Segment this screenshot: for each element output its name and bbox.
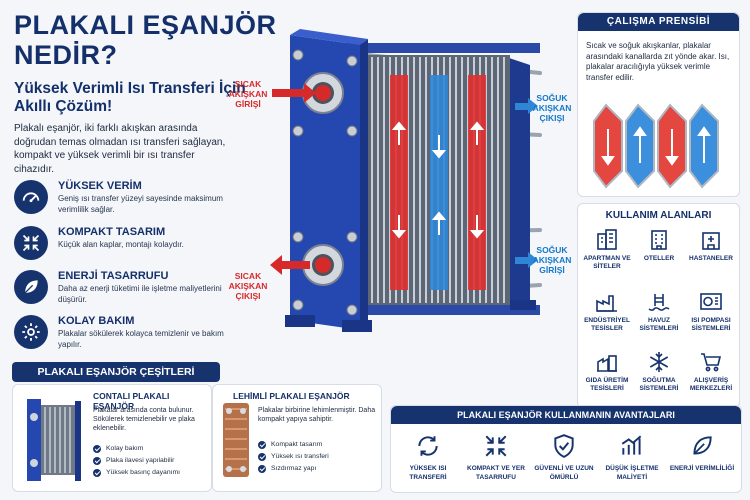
hot-inlet-label: SICAK AKIŞKAN GİRİŞİ <box>228 79 268 109</box>
usage-item-apartments: APARTMAN VE SİTELER <box>582 228 632 271</box>
usage-item-hotels: OTELLER <box>634 228 684 263</box>
check-icon <box>258 465 266 473</box>
leaf-icon <box>14 270 48 304</box>
principle-text: Sıcak ve soğuk akışkanlar, plakalar aras… <box>586 41 730 82</box>
panel-title: ÇALIŞMA PRENSİBİ <box>578 13 739 31</box>
feature-desc: Geniş ısı transfer yüzeyi sayesinde maks… <box>58 194 223 214</box>
list-item: Yüksek ısı transferi <box>258 451 329 463</box>
usage-label: APARTMAN VE SİTELER <box>583 255 631 270</box>
cold-outlet-label: SOĞUK AKIŞKAN ÇIKIŞI <box>532 93 572 123</box>
intro-text: Plakalı eşanjör, iki farklı akışkan aras… <box>14 123 226 175</box>
check-icon <box>93 457 101 465</box>
usage-item-cooling: SOĞUTMA SİSTEMLERİ <box>634 350 684 393</box>
page-title: PLAKALI EŞANJÖR NEDİR? <box>14 10 277 70</box>
usage-areas-panel: KULLANIM ALANLARI APARTMAN VE SİTELER OT… <box>577 203 740 408</box>
food-factory-icon <box>594 350 620 374</box>
usage-item-food: GIDA ÜRETİM TESİSLERİ <box>582 350 632 393</box>
hotel-icon <box>646 228 672 252</box>
advantage-item: GÜVENLİ VE UZUN ÖMÜRLÜ <box>531 432 597 482</box>
feature-title: ENERJİ TASARRUFU <box>58 270 169 282</box>
advantage-item: DÜŞÜK İŞLETME MALİYETİ <box>599 432 665 482</box>
shield-check-icon <box>531 432 597 460</box>
advantage-item: ENERJİ VERİMLİLİĞİ <box>669 432 735 474</box>
brazed-exchanger-image <box>223 403 249 477</box>
brazed-desc: Plakalar birbirine lehimlenmiştir. Daha … <box>258 407 376 423</box>
check-icon <box>258 453 266 461</box>
list-item: Kompakt tasarım <box>258 439 329 451</box>
brazed-points: Kompakt tasarım Yüksek ısı transferi Sız… <box>258 439 329 475</box>
gasketed-points: Kolay bakım Plaka ilavesi yapılabilir Yü… <box>93 443 180 479</box>
feature-energy-saving: ENERJİ TASARRUFU Daha az enerji tüketimi… <box>14 268 244 312</box>
feature-desc: Küçük alan kaplar, montajı kolaydır. <box>58 240 184 249</box>
usage-label: ISI POMPASI SİSTEMLERİ <box>691 317 731 332</box>
feature-compact-design: KOMPAKT TASARIM Küçük alan kaplar, monta… <box>14 224 244 268</box>
cold-inlet-label: SOĞUK AKIŞKAN GİRİŞİ <box>532 245 572 275</box>
list-item: Kolay bakım <box>93 443 180 455</box>
feature-title: KOMPAKT TASARIM <box>58 226 166 238</box>
feature-desc: Daha az enerji tüketimi ile işletme mali… <box>58 284 222 304</box>
usage-label: HAVUZ SİSTEMLERİ <box>639 317 679 332</box>
usage-label: SOĞUTMA SİSTEMLERİ <box>639 377 679 392</box>
pool-icon <box>646 290 672 314</box>
flow-plates-diagram <box>593 103 719 189</box>
usage-label: GIDA ÜRETİM TESİSLERİ <box>585 377 629 392</box>
usage-item-malls: ALIŞVERİŞ MERKEZLERİ <box>686 350 736 393</box>
hospital-icon <box>698 228 724 252</box>
leaf-icon <box>669 432 735 460</box>
feature-easy-maintenance: KOLAY BAKIM Plakalar sökülerek kolayca t… <box>14 313 244 357</box>
advantage-label: GÜVENLİ VE UZUN ÖMÜRLÜ <box>534 465 594 481</box>
advantage-label: KOMPAKT VE YER TASARRUFU <box>467 465 525 481</box>
refresh-icon <box>395 432 461 460</box>
usage-label: HASTANELER <box>689 255 733 262</box>
gasketed-desc: Plakalar arasında conta bulunur. Söküler… <box>93 407 195 432</box>
usage-item-heat-pump: ISI POMPASI SİSTEMLERİ <box>686 290 736 333</box>
compress-arrows-icon <box>463 432 529 460</box>
advantage-label: DÜŞÜK İŞLETME MALİYETİ <box>605 465 659 481</box>
feature-high-efficiency: YÜKSEK VERİM Geniş ısı transfer yüzeyi s… <box>14 178 244 222</box>
usage-item-industrial: ENDÜSTRİYEL TESİSLER <box>582 290 632 333</box>
list-item: Plaka ilavesi yapılabilir <box>93 455 180 467</box>
apartment-icon <box>594 228 620 252</box>
advantages-title: PLAKALI EŞANJÖR KULLANMANIN AVANTAJLARI <box>391 406 741 424</box>
hot-outlet-label: SICAK AKIŞKAN ÇIKIŞI <box>228 271 268 301</box>
advantages-panel: PLAKALI EŞANJÖR KULLANMANIN AVANTAJLARI … <box>390 405 742 493</box>
working-principle-panel: ÇALIŞMA PRENSİBİ Sıcak ve soğuk akışkanl… <box>577 12 740 197</box>
feature-title: YÜKSEK VERİM <box>58 180 142 192</box>
check-icon <box>93 469 101 477</box>
heat-exchanger-drawing <box>270 29 542 332</box>
gauge-icon <box>14 180 48 214</box>
heat-pump-icon <box>698 290 724 314</box>
gasketed-type-card: CONTALI PLAKALI EŞANJÖR Plakalar arasınd… <box>12 384 212 492</box>
gear-icon <box>14 315 48 349</box>
heat-exchanger-illustration: SICAK AKIŞKAN GİRİŞİ SICAK AKIŞKAN ÇIKIŞ… <box>229 15 572 345</box>
snowflake-icon <box>646 350 672 374</box>
usage-label: ALIŞVERİŞ MERKEZLERİ <box>689 377 733 392</box>
feature-title: KOLAY BAKIM <box>58 315 135 327</box>
feature-desc: Plakalar sökülerek kolayca temizlenir ve… <box>58 329 224 349</box>
check-icon <box>258 441 266 449</box>
usage-item-pool: HAVUZ SİSTEMLERİ <box>634 290 684 333</box>
gasketed-title: CONTALI PLAKALI EŞANJÖR <box>93 391 170 411</box>
brazed-title: LEHİMLİ PLAKALI EŞANJÖR <box>233 391 350 401</box>
advantage-label: ENERJİ VERİMLİLİĞİ <box>669 465 735 472</box>
brazed-type-card: LEHİMLİ PLAKALI EŞANJÖR Plakalar birbiri… <box>212 384 382 492</box>
advantage-item: YÜKSEK ISI TRANSFERİ <box>395 432 461 482</box>
advantage-label: YÜKSEK ISI TRANSFERİ <box>409 465 447 481</box>
types-title: PLAKALI EŞANJÖR ÇEŞİTLERİ <box>12 362 220 382</box>
advantage-item: KOMPAKT VE YER TASARRUFU <box>463 432 529 482</box>
bar-chart-icon <box>599 432 665 460</box>
page-subtitle: Yüksek Verimli Isı Transferi İçin Akıllı… <box>14 80 246 115</box>
usage-label: ENDÜSTRİYEL TESİSLER <box>584 317 630 332</box>
list-item: Sızdırmaz yapı <box>258 463 329 475</box>
usage-title: KULLANIM ALANLARI <box>605 210 712 221</box>
usage-item-hospitals: HASTANELER <box>686 228 736 263</box>
gasketed-exchanger-image <box>27 399 81 481</box>
check-icon <box>93 445 101 453</box>
list-item: Yüksek basınç dayanımı <box>93 467 180 479</box>
cart-icon <box>698 350 724 374</box>
factory-icon <box>594 290 620 314</box>
compress-arrows-icon <box>14 226 48 260</box>
usage-label: OTELLER <box>643 255 675 262</box>
